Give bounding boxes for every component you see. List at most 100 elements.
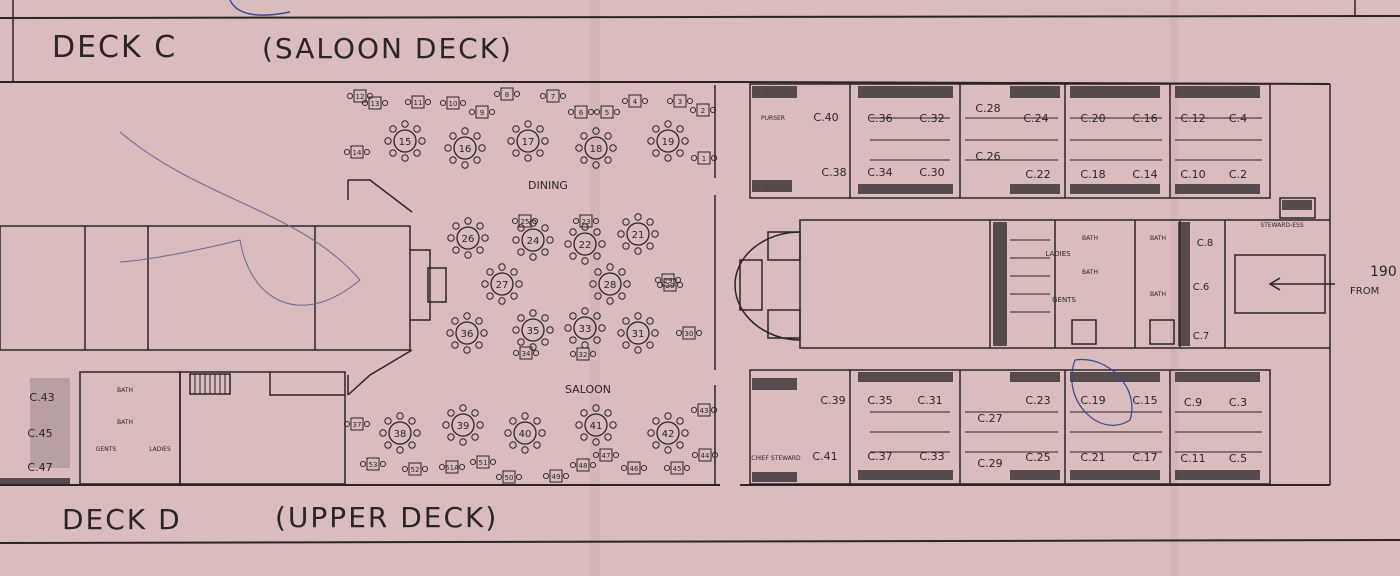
room-label-chief-steward: CHIEF STEWARD [751, 455, 801, 462]
room-label-bath: BATH [1082, 269, 1098, 276]
small-table: 51A [438, 460, 466, 474]
cabin-number: C.30 [919, 166, 944, 179]
table-number: 38 [394, 429, 407, 440]
dining-table: 24 [512, 219, 554, 261]
cabin-number: C.32 [919, 112, 944, 125]
table-number: 46 [630, 465, 639, 473]
cabin-block [734, 83, 1330, 485]
cabin-number: C.3 [1229, 396, 1247, 409]
small-table: 4 [621, 94, 649, 108]
deck-d-label: DECK D [62, 503, 182, 536]
table-number: 26 [462, 234, 475, 245]
table-number: 4 [633, 98, 638, 106]
room-label-purser: PURSER [761, 115, 785, 122]
table-number: 52 [411, 466, 420, 474]
small-table: 52 [401, 462, 429, 476]
cabin-number: C.24 [1023, 112, 1048, 125]
cabin-number: C.9 [1184, 396, 1202, 409]
cabin-number: C.17 [1132, 451, 1157, 464]
table-number: 50 [505, 474, 514, 482]
table-number: 2 [701, 107, 705, 115]
room-label-saloon: SALOON [565, 383, 611, 396]
room-label-gents: GENTS [96, 446, 117, 453]
room-label-bath: BATH [117, 387, 133, 394]
dining-table: 17 [507, 120, 549, 162]
table-number: 34 [522, 350, 531, 358]
table-number: 42 [662, 429, 675, 440]
dining-table: 42 [647, 412, 689, 454]
cabin-number: C.23 [1025, 394, 1050, 407]
table-number: 12 [356, 93, 365, 101]
table-number: 35 [527, 326, 540, 337]
table-number: 18 [590, 144, 603, 155]
deck-frame [0, 0, 1400, 544]
cabin-number: C.45 [27, 427, 52, 440]
table-number: 31 [632, 329, 645, 340]
cabin-number: C.37 [867, 450, 892, 463]
small-table: 5 [593, 105, 621, 119]
saloon-walls [347, 85, 716, 485]
upper-deck-left [0, 131, 447, 485]
cabin-number: C.22 [1025, 168, 1050, 181]
dining-table: 35 [512, 309, 554, 351]
dining-table: 36 [446, 312, 488, 354]
dining-table: 22 [564, 223, 606, 265]
table-number: 15 [399, 137, 412, 148]
table-number: 43 [700, 407, 709, 415]
small-table: 47 [592, 448, 620, 462]
room-label-dining: DINING [528, 179, 568, 192]
table-number: 1 [702, 155, 706, 163]
table-number: 53 [369, 461, 378, 469]
cabin-number: C.41 [812, 450, 837, 463]
dining-table: 31 [617, 312, 659, 354]
cabin-number: C.33 [919, 450, 944, 463]
small-table: 6 [567, 105, 595, 119]
table-number: 19 [662, 137, 675, 148]
table-number: 9 [480, 109, 484, 117]
table-number: 3 [678, 98, 682, 106]
table-number: 10 [449, 100, 458, 108]
small-table: 46 [620, 461, 648, 475]
small-table: 11 [404, 95, 432, 109]
cabin-number: C.26 [975, 150, 1000, 163]
cabin-number: C.18 [1080, 168, 1105, 181]
table-number: 23 [582, 218, 591, 226]
cabin-number: C.21 [1080, 451, 1105, 464]
dining-table: 39 [442, 404, 484, 446]
dining-table: 19 [647, 120, 689, 162]
cabin-number: C.7 [1193, 331, 1210, 342]
small-table: 45 [663, 461, 691, 475]
cabin-number: C.34 [867, 166, 892, 179]
cabin-number: C.10 [1180, 168, 1205, 181]
deck-c-label: DECK C [52, 30, 178, 65]
cabin-number: C.16 [1132, 112, 1157, 125]
small-table: 3 [666, 94, 694, 108]
table-number: 32 [579, 351, 588, 359]
dining-table: 38 [379, 412, 421, 454]
cabin-number: C.19 [1080, 394, 1105, 407]
small-table: 51 [469, 455, 497, 469]
table-number: 16 [459, 144, 472, 155]
dining-table: 26 [447, 217, 489, 259]
dining-table: 21 [617, 213, 659, 255]
table-number: 17 [522, 137, 535, 148]
table-number: 33 [579, 324, 592, 335]
dining-table: 27 [481, 263, 523, 305]
small-table: 2 [689, 103, 717, 117]
small-table: 23 [572, 214, 600, 228]
cabin-number: C.11 [1180, 452, 1205, 465]
table-number: 39 [457, 421, 470, 432]
cabin-number: C.27 [977, 412, 1002, 425]
table-number: 25 [521, 218, 530, 226]
table-number: 8 [505, 91, 509, 99]
stair-hatch [194, 374, 226, 394]
small-table: 8 [493, 87, 521, 101]
table-number: 44 [701, 452, 710, 460]
room-label-gents: GENTS [1052, 296, 1076, 304]
table-number: 24 [527, 236, 540, 247]
table-number: 7 [551, 93, 555, 101]
cabin-number: C.28 [975, 102, 1000, 115]
cabin-number: C.39 [820, 394, 845, 407]
dining-table: 16 [444, 127, 486, 169]
